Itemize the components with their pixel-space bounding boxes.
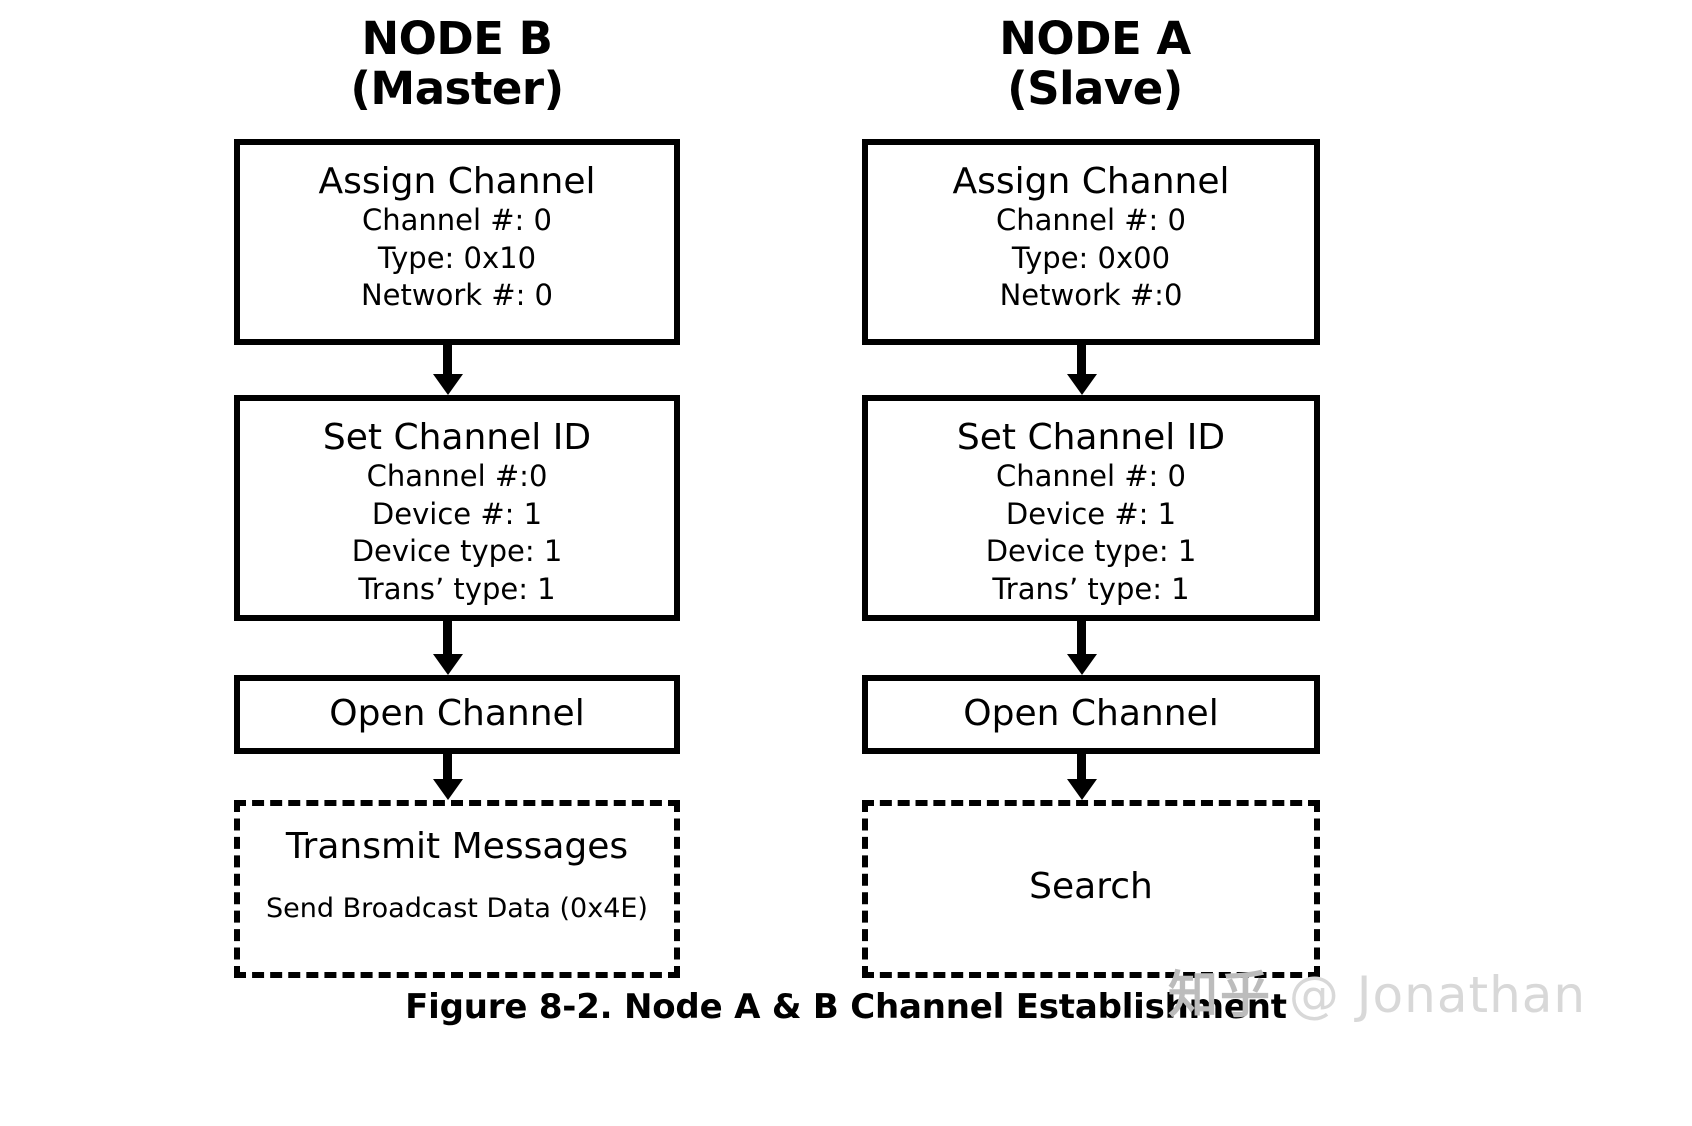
detail-trans-type: Trans’ type: 1: [358, 571, 556, 606]
detail-device-type: Device type: 1: [351, 534, 563, 569]
node-b-open-channel-box[interactable]: Open Channel: [234, 675, 680, 754]
box-title: Assign Channel: [952, 161, 1230, 202]
arrow-down-icon: [1077, 345, 1086, 375]
node-a-assign-channel-box[interactable]: Assign Channel Channel #: 0 Type: 0x00 N…: [862, 139, 1320, 345]
detail-device-type: Device type: 1: [985, 534, 1197, 569]
detail-channel-number: Channel #: 0: [361, 202, 552, 237]
detail-channel-number: Channel #: 0: [995, 458, 1186, 493]
box-detail-lines: Send Broadcast Data (0x4E): [266, 893, 648, 925]
detail-trans-type: Trans’ type: 1: [992, 571, 1190, 606]
arrow-down-icon: [443, 754, 452, 780]
node-a-open-channel-box[interactable]: Open Channel: [862, 675, 1320, 754]
box-detail-lines: Channel #: 0 Type: 0x00 Network #:0: [996, 202, 1186, 315]
detail-type: Type: 0x00: [1011, 240, 1171, 275]
detail-network-number: Network #:0: [999, 278, 1183, 313]
arrow-down-icon: [443, 621, 452, 655]
box-title: Assign Channel: [318, 161, 596, 202]
column-title-node-a: NODE A (Slave): [999, 12, 1191, 116]
detail-channel-number: Channel #:0: [366, 458, 548, 493]
detail-device-number: Device #: 1: [371, 496, 543, 531]
node-a-search-box[interactable]: Search: [862, 800, 1320, 978]
detail-send-broadcast-data: Send Broadcast Data (0x4E): [266, 892, 648, 924]
box-title: Open Channel: [329, 693, 585, 734]
detail-type: Type: 0x10: [377, 240, 537, 275]
box-title: Set Channel ID: [322, 417, 592, 458]
detail-device-number: Device #: 1: [1005, 496, 1177, 531]
box-detail-lines: Channel #: 0 Type: 0x10 Network #: 0: [361, 202, 553, 315]
box-title: Set Channel ID: [956, 417, 1226, 458]
column-title-node-b: NODE B (Master): [350, 12, 564, 116]
arrow-down-icon: [1077, 754, 1086, 780]
arrow-down-icon: [443, 345, 452, 375]
detail-channel-number: Channel #: 0: [995, 202, 1186, 237]
node-a-set-channel-id-box[interactable]: Set Channel ID Channel #: 0 Device #: 1 …: [862, 395, 1320, 621]
box-title: Transmit Messages: [285, 826, 629, 867]
figure-caption: Figure 8-2. Node A & B Channel Establish…: [405, 987, 1287, 1027]
box-detail-lines: Channel #: 0 Device #: 1 Device type: 1 …: [986, 458, 1197, 609]
box-title: Search: [1029, 866, 1153, 907]
node-b-set-channel-id-box[interactable]: Set Channel ID Channel #:0 Device #: 1 D…: [234, 395, 680, 621]
detail-network-number: Network #: 0: [360, 278, 554, 313]
box-title: Open Channel: [963, 693, 1219, 734]
node-b-transmit-messages-box[interactable]: Transmit Messages Send Broadcast Data (0…: [234, 800, 680, 978]
box-detail-lines: Channel #:0 Device #: 1 Device type: 1 T…: [352, 458, 563, 609]
arrow-down-icon: [1077, 621, 1086, 655]
node-b-assign-channel-box[interactable]: Assign Channel Channel #: 0 Type: 0x10 N…: [234, 139, 680, 345]
